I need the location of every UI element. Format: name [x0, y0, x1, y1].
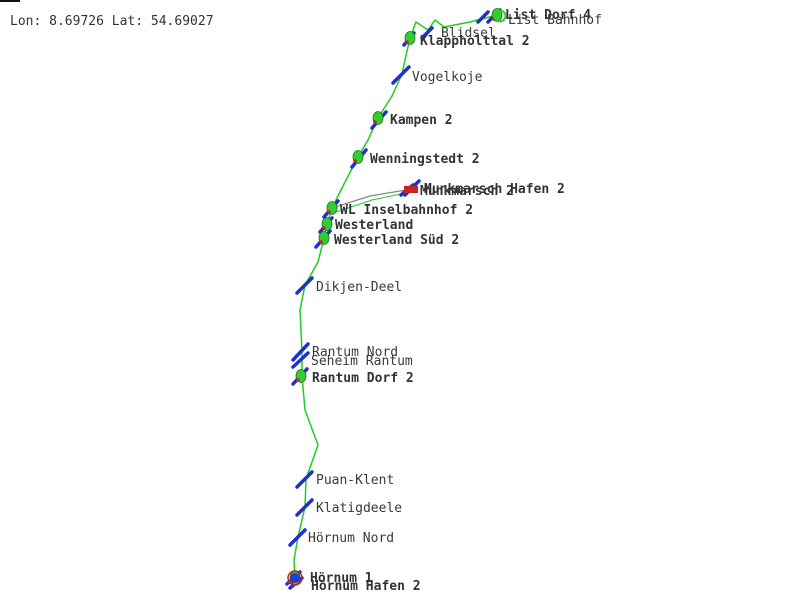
station-label-kampen[interactable]: Kampen 2 — [390, 113, 453, 128]
platform-seheim-rantum — [291, 351, 310, 369]
lat-value: 54.69027 — [150, 14, 214, 29]
marker-layer — [287, 8, 507, 586]
station-label-wl-inselbahnhof[interactable]: WL Inselbahnhof 2 — [340, 203, 473, 218]
current-position-marker[interactable] — [290, 573, 300, 583]
station-label-list-dorf[interactable]: List Dorf 4 — [505, 8, 591, 23]
list-terminal-marker — [493, 9, 507, 23]
station-label-westerland[interactable]: Westerland — [335, 218, 413, 233]
station-label-blidsel[interactable]: Blidsel — [441, 26, 496, 41]
station-label-klatigdeele[interactable]: Klatigdeele — [316, 501, 402, 516]
current-position-ring — [287, 570, 303, 586]
main-track-line — [293, 14, 498, 581]
track-layer — [293, 14, 498, 581]
station-label-westerland-sued[interactable]: Westerland Süd 2 — [334, 233, 459, 248]
station-label-dikjen-deel[interactable]: Dikjen-Deel — [316, 280, 402, 295]
lon-value: 8.69726 — [49, 14, 104, 29]
station-label-hoernum-hafen[interactable]: Hörnum Hafen 2 — [311, 579, 421, 594]
station-label-vogelkoje[interactable]: Vogelkoje — [412, 70, 483, 85]
signal-wenningstedt — [353, 159, 357, 163]
signal-rantum-dorf — [296, 378, 300, 382]
platform-list-bahnhof — [476, 10, 490, 24]
branch-track-green — [335, 191, 411, 213]
lon-label: Lon: — [10, 14, 42, 29]
station-label-hoernum-nord[interactable]: Hörnum Nord — [308, 531, 394, 546]
signal-wl-inselbahnhof — [327, 210, 331, 214]
branch-track-munkmarsch — [331, 188, 413, 209]
signal-westerland — [322, 226, 326, 230]
station-label-list-bahnhof[interactable]: List Bahnhof — [508, 13, 602, 28]
platform-klatigdeele — [295, 498, 314, 517]
station-label-hoernum[interactable]: Hörnum 1 — [310, 571, 373, 586]
platform-dikjen-deel — [295, 276, 314, 295]
station-label-rantum-dorf[interactable]: Rantum Dorf 2 — [312, 371, 414, 386]
toolbar-edge — [0, 0, 20, 2]
signal-block-munkmarsch — [404, 186, 418, 193]
station-label-seheim-rantum[interactable]: Seheim Rantum — [311, 354, 413, 369]
station-label-klappholttal[interactable]: Klappholttal 2 — [420, 34, 530, 49]
signal-westerland-sued — [319, 240, 323, 244]
platform-blidsel — [420, 26, 434, 40]
platform-vogelkoje — [391, 65, 411, 85]
station-label-munkmarsch[interactable]: Munkmarsch 2 — [420, 184, 514, 199]
platform-hoernum-nord — [288, 528, 307, 547]
station-label-wenningstedt[interactable]: Wenningstedt 2 — [370, 152, 480, 167]
lat-label: Lat: — [111, 14, 144, 29]
coordinate-readout: Lon: 8.69726 Lat: 54.69027 — [10, 14, 214, 29]
signal-klappholttal — [405, 40, 409, 44]
platform-rantum-nord — [291, 342, 310, 362]
platform-puan-klent — [295, 470, 314, 489]
signal-kampen — [373, 120, 377, 124]
station-label-munkmarsch-hafen[interactable]: Munkmarsch Hafen 2 — [424, 182, 565, 197]
station-label-rantum-nord[interactable]: Rantum Nord — [312, 345, 398, 360]
station-label-puan-klent[interactable]: Puan-Klent — [316, 473, 394, 488]
